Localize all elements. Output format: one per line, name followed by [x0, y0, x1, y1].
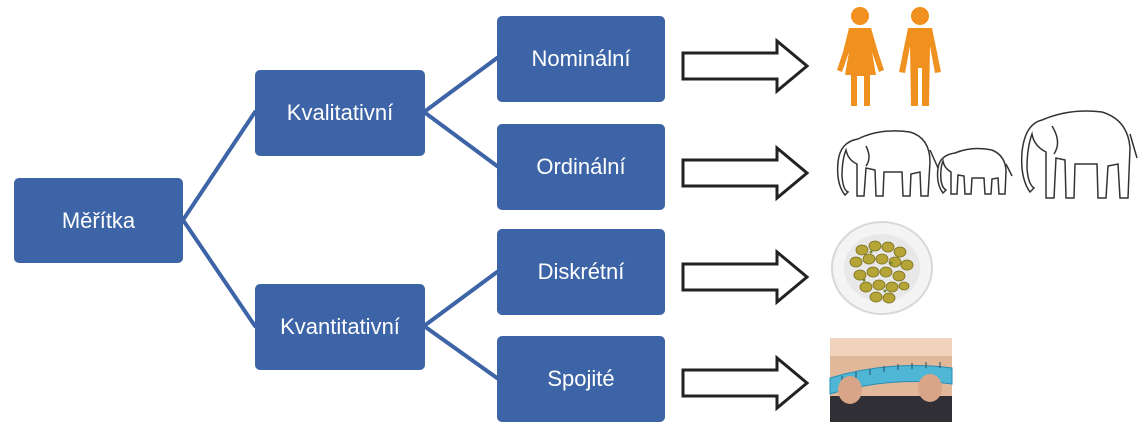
leaf-node-label: Diskrétní [537, 259, 625, 284]
man-icon [899, 7, 941, 106]
connector-kvalitativni-ordinalni [422, 110, 499, 168]
arrow-right-icon [681, 248, 810, 306]
arrow-right-icon [681, 354, 810, 412]
leaf-node-nominalni: Nominální [497, 16, 665, 102]
elephant-icon [936, 147, 1013, 195]
tape-measure-waist-icon [829, 338, 953, 422]
arrow-right-icon [681, 37, 810, 95]
leaf-node-label: Ordinální [536, 154, 626, 179]
connector-kvantitativni-diskretni [422, 270, 499, 328]
connector-kvalitativni-nominalni [422, 56, 499, 114]
branch-node-kvalitativni: Kvalitativní [255, 70, 425, 156]
plate-of-olives-icon [831, 221, 933, 315]
connector-root-kvalitativni [181, 110, 257, 222]
branch-node-kvantitativni: Kvantitativní [255, 284, 425, 370]
branch-node-label: Kvantitativní [280, 314, 400, 339]
leaf-node-label: Spojité [547, 366, 615, 391]
connector-kvantitativni-spojite [422, 324, 499, 380]
woman-icon [837, 7, 884, 106]
elephant-icon [836, 130, 939, 197]
connector-root-kvantitativni [181, 218, 257, 328]
arrow-right-icon [681, 144, 810, 202]
leaf-node-ordinalni: Ordinální [497, 124, 665, 210]
root-node: Měřítka [14, 178, 183, 263]
root-node-label: Měřítka [61, 207, 136, 233]
leaf-node-label: Nominální [531, 46, 631, 71]
leaf-node-spojite: Spojité [497, 336, 665, 422]
branch-node-label: Kvalitativní [286, 100, 394, 125]
leaf-node-diskretni: Diskrétní [497, 229, 665, 315]
elephant-icon [1020, 110, 1138, 199]
